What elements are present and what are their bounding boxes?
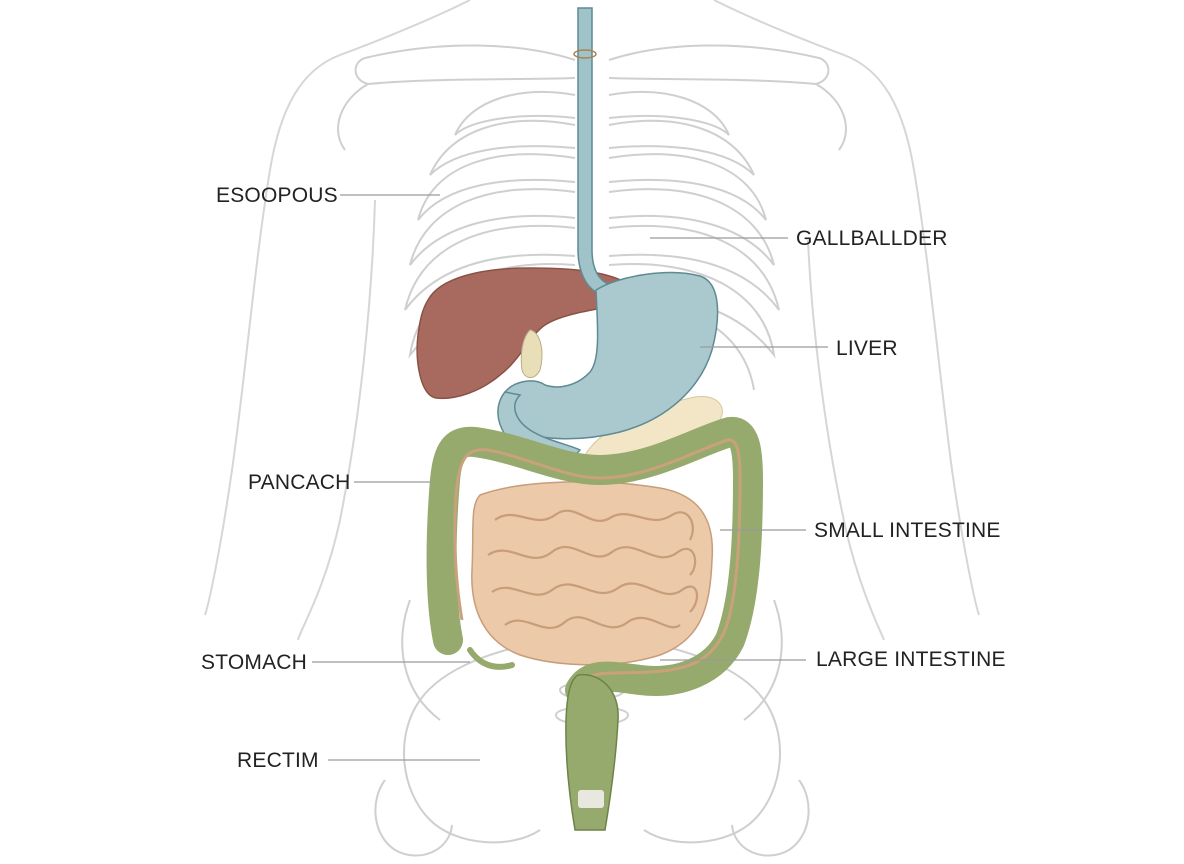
clavicle-left bbox=[354, 44, 576, 86]
label-pancreas: PANCACH bbox=[248, 471, 351, 494]
pelvis-inner-left bbox=[401, 599, 441, 721]
shoulder-left bbox=[337, 83, 369, 151]
torso-right-outline bbox=[713, 0, 980, 616]
small-intestine-shape bbox=[471, 481, 714, 666]
small-intestine-coils bbox=[487, 509, 699, 629]
rib bbox=[417, 153, 576, 221]
esophageal-sphincter bbox=[573, 49, 597, 59]
label-large-intestine: LARGE INTESTINE bbox=[816, 648, 1006, 671]
label-esophagus: ESOOPOUS bbox=[216, 184, 338, 207]
femur-head-left bbox=[374, 779, 453, 857]
stomach-shape bbox=[499, 271, 719, 440]
label-liver: LIVER bbox=[836, 337, 898, 360]
label-rectum: RECTIM bbox=[237, 749, 319, 772]
waist-left-outline bbox=[297, 199, 376, 641]
waist-right-outline bbox=[807, 239, 885, 641]
coil bbox=[494, 509, 694, 541]
rib bbox=[409, 188, 576, 266]
leader-lines bbox=[312, 194, 828, 761]
rib bbox=[608, 91, 730, 136]
torso-left-outline bbox=[204, 0, 471, 616]
rib bbox=[608, 153, 767, 221]
large-intestine-band bbox=[453, 438, 742, 682]
femur-head-right bbox=[731, 779, 810, 857]
appendix-shape bbox=[467, 647, 515, 670]
gallbladder-shape bbox=[520, 329, 543, 378]
pelvis-left-wing bbox=[403, 639, 546, 844]
rectum-end bbox=[578, 790, 604, 808]
clavicle-right bbox=[608, 44, 830, 86]
liver-shape bbox=[416, 267, 637, 400]
label-stomach: STOMACH bbox=[201, 651, 308, 674]
rib bbox=[608, 224, 780, 311]
organs bbox=[416, 7, 763, 831]
pelvis-inner-right bbox=[743, 599, 783, 721]
rib bbox=[454, 91, 576, 136]
shoulder-right bbox=[815, 83, 847, 151]
label-small-intestine: SMALL INTESTINE bbox=[814, 519, 1001, 542]
label-gallbladder: GALLBALLDER bbox=[796, 227, 948, 250]
rib bbox=[608, 188, 775, 266]
large-intestine-shape bbox=[426, 417, 763, 705]
rib bbox=[429, 119, 576, 176]
coil bbox=[491, 582, 699, 613]
coil bbox=[504, 616, 681, 629]
rib bbox=[404, 224, 576, 311]
body-silhouette bbox=[204, 0, 980, 641]
rib bbox=[608, 119, 755, 176]
coil bbox=[487, 545, 697, 576]
